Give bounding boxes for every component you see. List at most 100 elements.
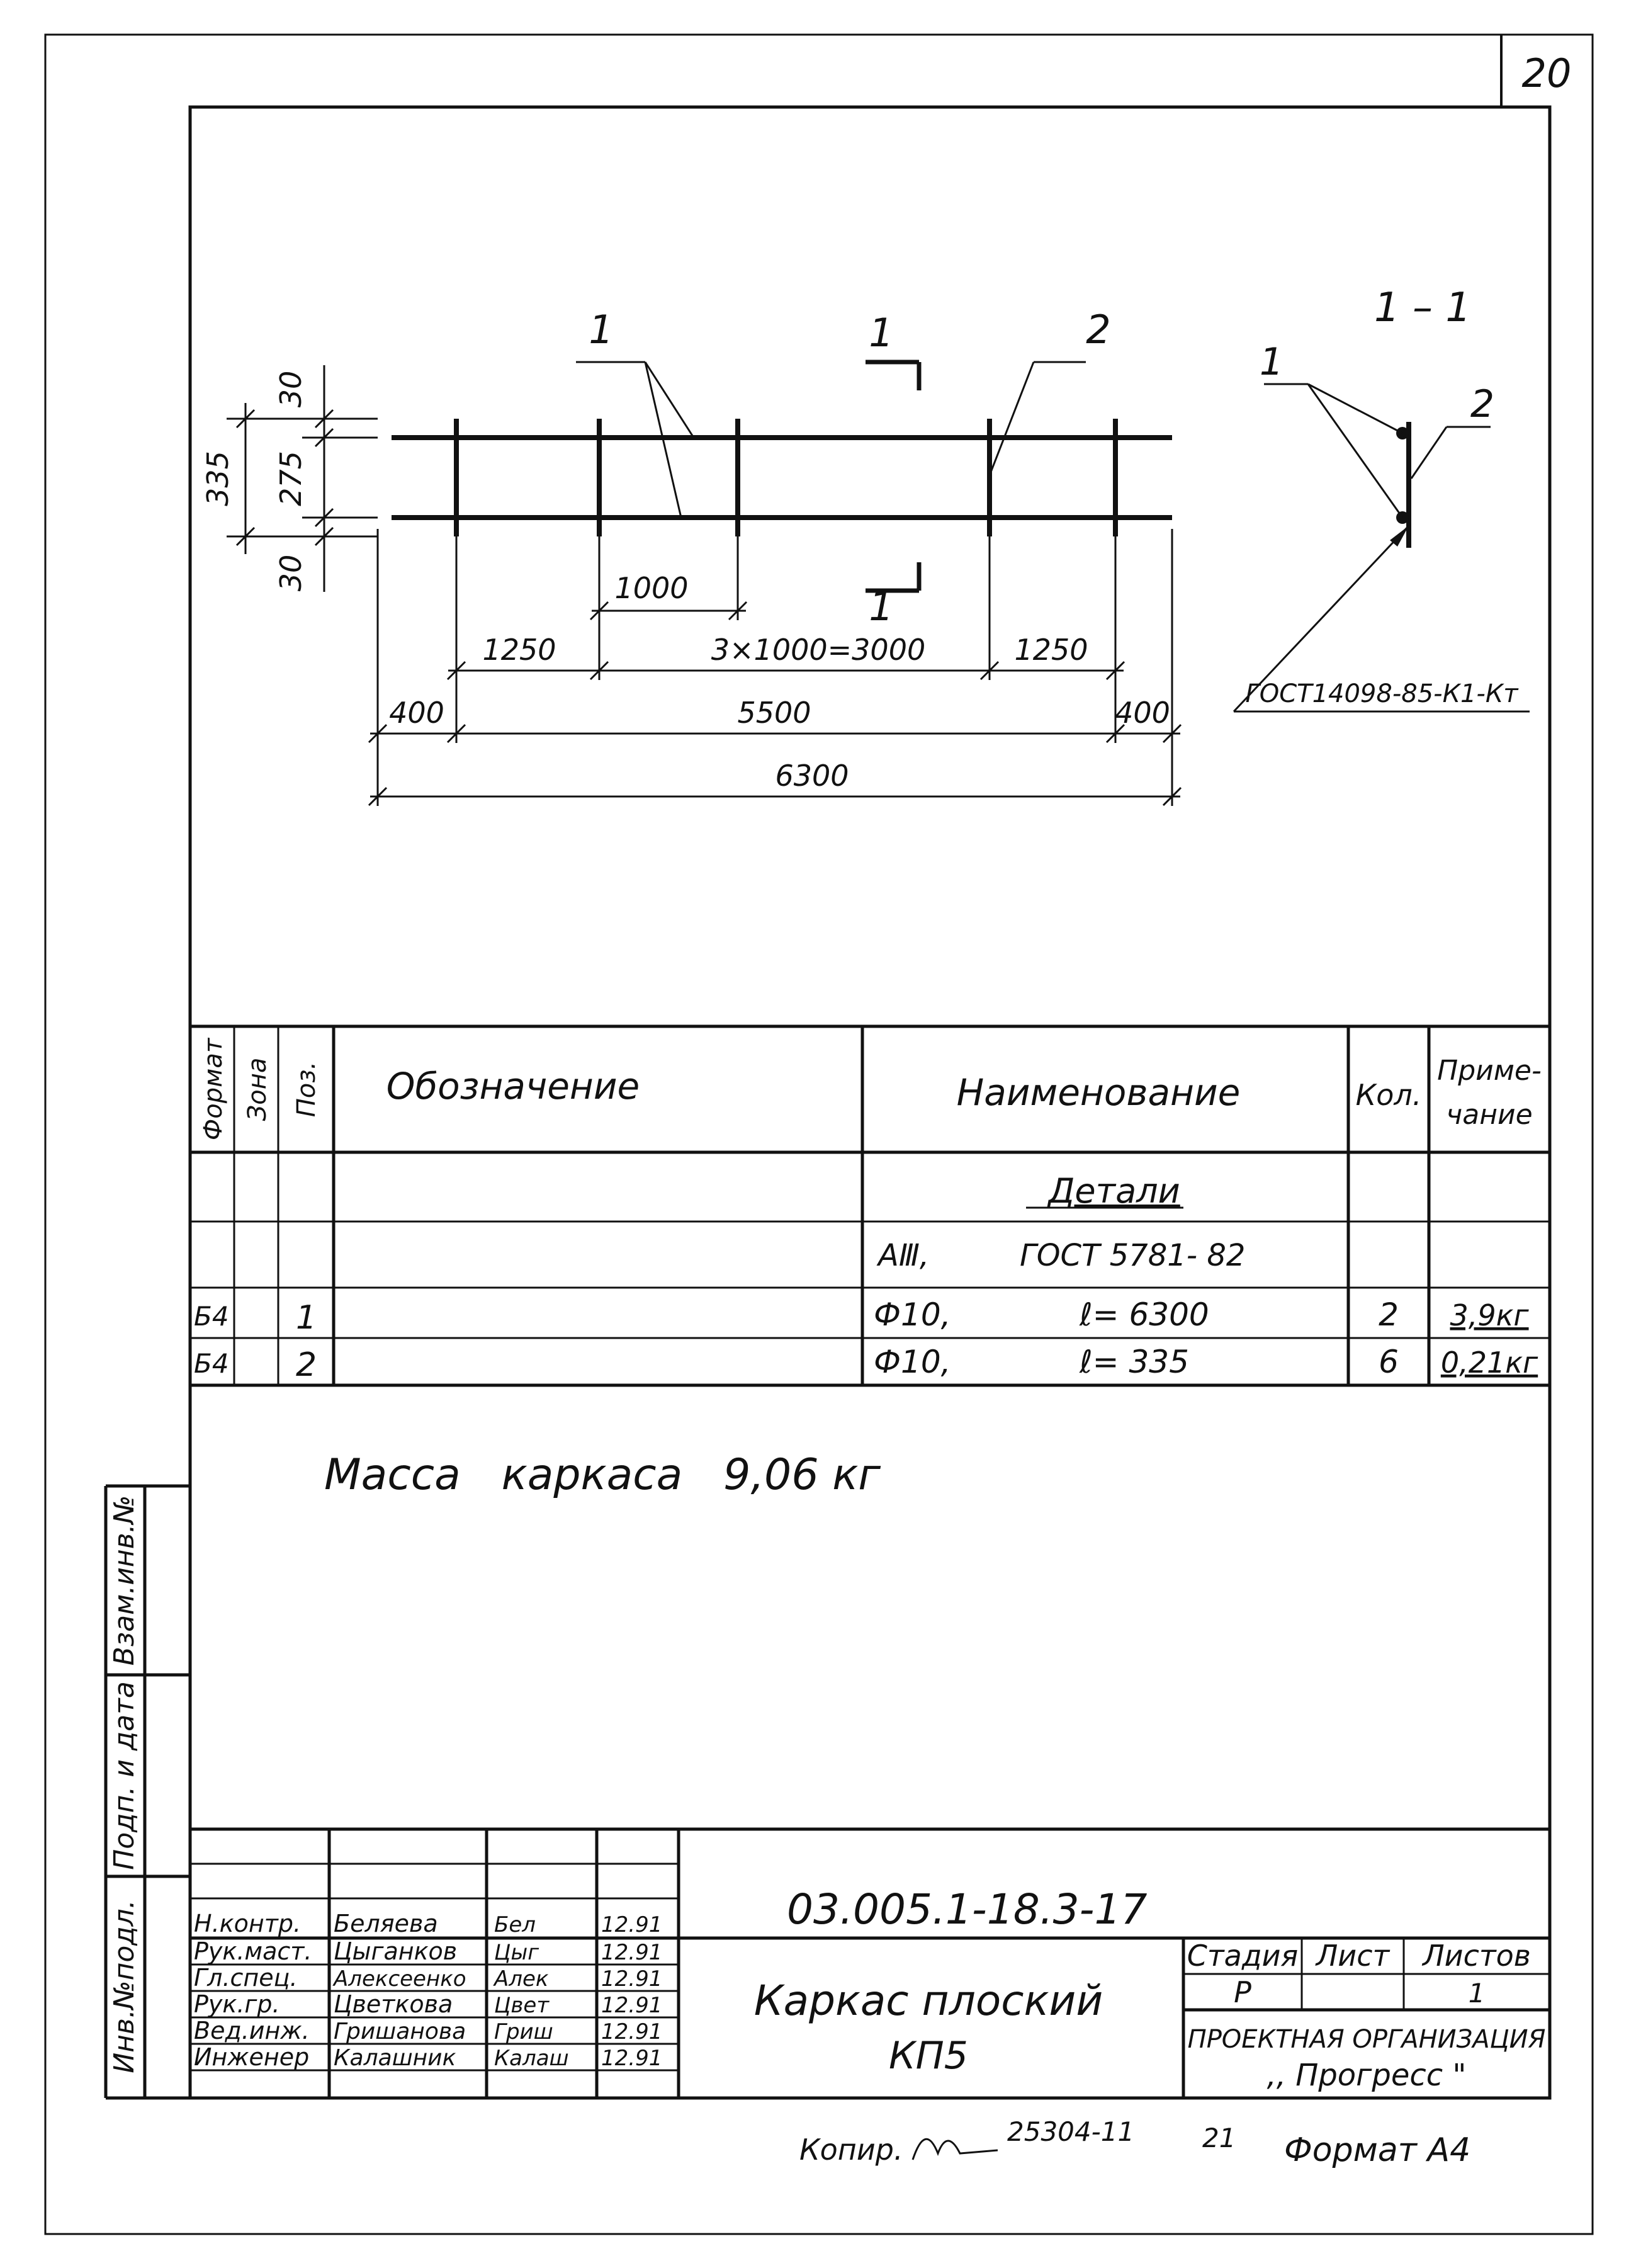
dim-5500: 5500 (737, 696, 811, 730)
dim-6300: 6300 (775, 759, 849, 793)
signer-signature: Гриш (494, 2019, 553, 2044)
row-pos: 1 (296, 1299, 317, 1337)
signer-row: Инженер Калашник Калаш 12.91 (194, 2043, 662, 2071)
stamp-sign-date: Подп. и дата (108, 1681, 140, 1870)
stamp-inv-orig: Инв.№подл. (108, 1900, 140, 2073)
row-name-dia: Ф10, (874, 1296, 951, 1333)
position-marker-2: 2 (1086, 307, 1110, 353)
stamp-inv-exchange: Взам.инв.№ (108, 1495, 140, 1666)
section-pos-1: 1 (1260, 340, 1283, 384)
cut-label-top: 1 (869, 310, 893, 356)
section-view (1233, 383, 1530, 713)
mass-note: Масса каркаса 9,06 кг (324, 1450, 881, 1500)
header-format: Формат (199, 1037, 228, 1140)
drawing-frame (188, 105, 1552, 2100)
signer-name: Цветкова (334, 1990, 453, 2018)
row-format: Б4 (194, 1301, 229, 1332)
row-name-len: ℓ= 6300 (1079, 1296, 1209, 1333)
doc-code: 03.005.1-18.3-17 (787, 1885, 1147, 1934)
vertical-dimensions (227, 365, 378, 592)
dim-1250-left: 1250 (482, 633, 556, 667)
header-name: Наименование (957, 1071, 1241, 1114)
dim-1000: 1000 (614, 571, 688, 605)
signer-role: Н.контр. (194, 1910, 301, 1937)
signer-row: Гл.спец. Алексеенко Алек 12.91 (194, 1964, 662, 1992)
signer-signature: Цвет (494, 1993, 550, 2018)
section-title: 1 – 1 (1374, 285, 1471, 331)
org-line-1: ПРОЕКТНАЯ ОРГАНИЗАЦИЯ (1188, 2025, 1546, 2054)
copy-number: 25304-11 (1007, 2116, 1134, 2147)
label-stage: Стадия (1187, 1939, 1298, 1973)
signer-name: Алексеенко (332, 1966, 466, 1992)
signer-role: Вед.инж. (194, 2017, 310, 2044)
table-row: Б4 1 Ф10, ℓ= 6300 2 3,9кг (194, 1296, 1529, 1337)
signer-signature: Калаш (494, 2046, 569, 2071)
stage-value: Р (1234, 1975, 1251, 2009)
header-zone: Зона (243, 1058, 272, 1121)
header-note-1: Приме- (1437, 1055, 1542, 1087)
copy-sheet: 21 (1202, 2123, 1236, 2153)
signer-signature: Цыг (494, 1940, 539, 1965)
label-sheet: Лист (1315, 1939, 1391, 1973)
title-block-grid (190, 1827, 1550, 2098)
outer-sheet-border (44, 33, 1594, 2235)
row-qty: 2 (1379, 1296, 1399, 1333)
header-designation: Обозначение (386, 1065, 640, 1108)
format-note: Формат А4 (1284, 2131, 1470, 2169)
frame-plan-view (392, 419, 1172, 536)
row-qty: 6 (1379, 1344, 1399, 1380)
signer-date: 12.91 (601, 1940, 662, 1965)
signer-name: Беляева (334, 1910, 438, 1937)
dim-400-left: 400 (389, 696, 444, 730)
signer-date: 12.91 (601, 2019, 662, 2044)
dim-3x1000: 3×1000=3000 (711, 633, 926, 667)
spec-table-grid (190, 1024, 1550, 1387)
signer-date: 12.91 (601, 1966, 662, 1992)
signer-role: Рук.маст. (194, 1937, 312, 1965)
doc-title-2: КП5 (889, 2034, 968, 2078)
signer-name: Калашник (334, 2045, 456, 2071)
row-format: Б4 (194, 1348, 229, 1379)
dim-1250-right: 1250 (1014, 633, 1088, 667)
row-pos: 2 (296, 1346, 317, 1384)
row-name-len: ℓ= 335 (1079, 1344, 1189, 1380)
dim-30-bottom: 30 (274, 555, 308, 592)
dim-30-top: 30 (274, 371, 308, 408)
signer-name: Цыганков (334, 1937, 457, 1965)
side-stamp (104, 1484, 190, 2100)
signer-date: 12.91 (601, 1912, 662, 1937)
org-line-2: ,, Прогресс " (1266, 2058, 1466, 2093)
section-cut-marks (866, 360, 922, 593)
copy-label: Копир. (799, 2133, 903, 2167)
position-marker-1: 1 (589, 307, 613, 353)
signer-row: Рук.маст. Цыганков Цыг 12.91 (194, 1937, 662, 1965)
signer-date: 12.91 (601, 2046, 662, 2071)
signer-role: Рук.гр. (194, 1990, 280, 2018)
table-row: Б4 2 Ф10, ℓ= 335 6 0,21кг (194, 1344, 1538, 1384)
header-note-2: чание (1446, 1099, 1532, 1131)
header-qty: Кол. (1356, 1078, 1422, 1112)
signer-role: Инженер (194, 2043, 309, 2071)
row-note: 0,21кг (1441, 1346, 1538, 1380)
cut-label-bottom: 1 (869, 584, 893, 630)
horizontal-dimensions (368, 529, 1182, 807)
signer-row: Вед.инж. Гришанова Гриш 12.91 (194, 2017, 662, 2044)
doc-title-1: Каркас плоский (754, 1976, 1103, 2025)
spec-section-title: Детали (1047, 1171, 1180, 1211)
signer-signature: Бел (494, 1912, 536, 1937)
row-note: 3,9кг (1450, 1298, 1529, 1332)
leaders-plan (576, 361, 1086, 518)
material-standard: ГОСТ 5781- 82 (1020, 1238, 1245, 1273)
signer-signature: Алек (493, 1966, 549, 1992)
header-pos: Поз. (292, 1062, 321, 1118)
section-pos-2: 2 (1470, 382, 1494, 426)
signer-name: Гришанова (334, 2019, 466, 2044)
page-number: 20 (1522, 50, 1572, 96)
signer-row: Рук.гр. Цветкова Цвет 12.91 (194, 1990, 662, 2018)
sheets-value: 1 (1469, 1978, 1486, 2009)
signer-date: 12.91 (601, 1993, 662, 2018)
signer-row: Н.контр. Беляева Бел 12.91 (194, 1910, 662, 1937)
copy-signature-icon (911, 2138, 998, 2160)
row-name-dia: Ф10, (874, 1344, 951, 1380)
